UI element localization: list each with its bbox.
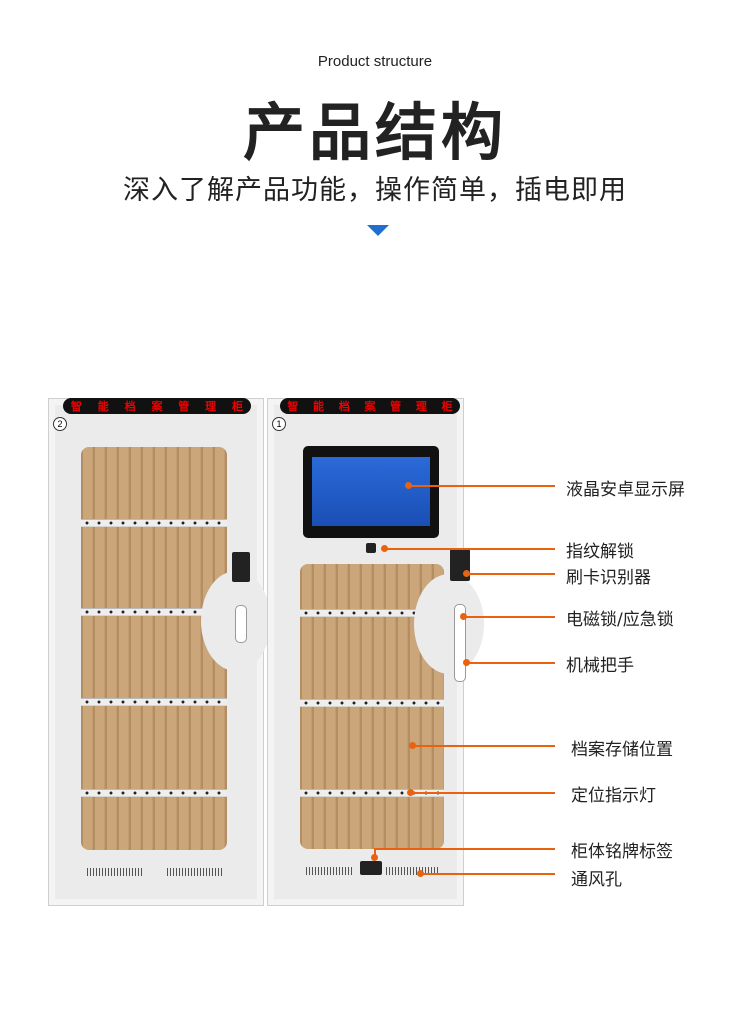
vent xyxy=(167,868,222,876)
subtitle: Product structure xyxy=(317,53,433,70)
vent xyxy=(87,868,142,876)
down-arrow-icon xyxy=(367,225,389,236)
callout-card-reader: 刷卡识别器 xyxy=(566,568,651,588)
callout-lock: 电磁锁/应急锁 xyxy=(566,610,674,630)
led-sign: 智能档案管理柜 xyxy=(63,398,251,414)
callout-fingerprint: 指纹解锁 xyxy=(566,542,634,562)
cabinet-number: 1 xyxy=(272,417,286,431)
callout-handle: 机械把手 xyxy=(566,656,634,676)
page-title: 产品结构 xyxy=(242,96,507,169)
nameplate xyxy=(360,861,382,875)
callout-indicator: 定位指示灯 xyxy=(571,786,656,806)
cabinet-number: 2 xyxy=(53,417,67,431)
tagline: 深入了解产品功能，操作简单，插电即用 xyxy=(123,175,627,206)
card-reader[interactable] xyxy=(232,552,250,582)
lcd-screen[interactable] xyxy=(303,446,439,538)
callout-lcd: 液晶安卓显示屏 xyxy=(566,480,685,500)
callout-nameplate: 柜体铭牌标签 xyxy=(571,842,673,862)
vent xyxy=(386,867,438,875)
callout-vent: 通风孔 xyxy=(571,870,622,890)
led-sign: 智能档案管理柜 xyxy=(280,398,460,414)
storage-window xyxy=(81,447,227,850)
callout-storage: 档案存储位置 xyxy=(571,740,673,760)
fingerprint-sensor[interactable] xyxy=(366,543,376,553)
vent xyxy=(306,867,354,875)
lock-and-handle[interactable] xyxy=(235,605,247,643)
cabinet-2: 智能档案管理柜 2 xyxy=(48,398,271,906)
